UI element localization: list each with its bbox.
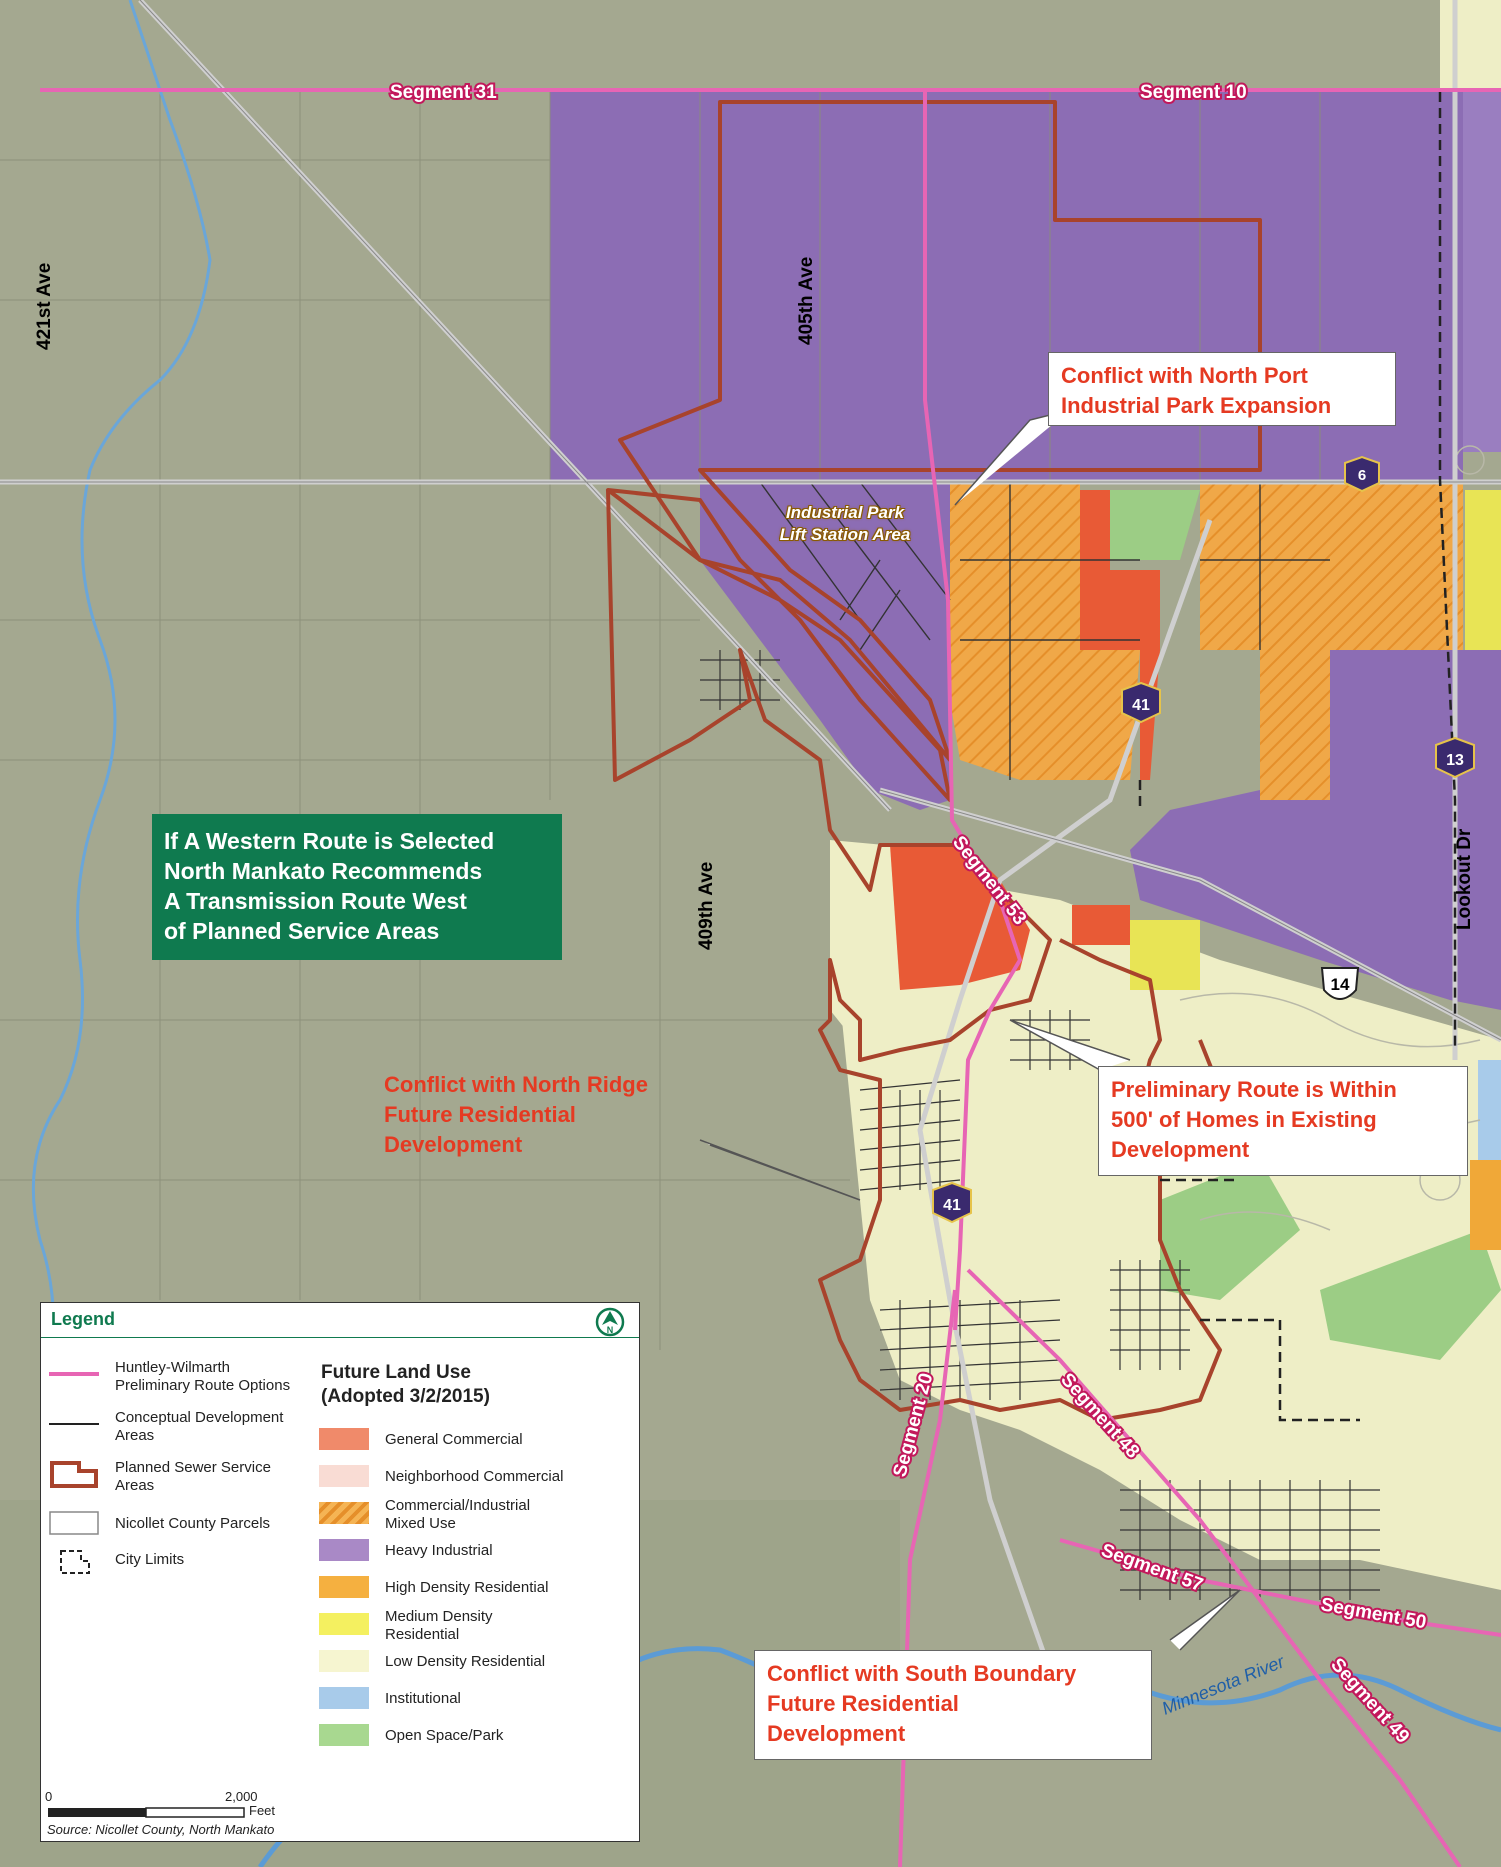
- callout-south-boundary: Conflict with South Boundary Future Resi…: [754, 1650, 1152, 1760]
- legend-title: Legend: [51, 1309, 116, 1329]
- segment-label-31: Segment 31: [390, 82, 497, 103]
- road-label-421st-ave: 421st Ave: [34, 263, 55, 350]
- label-high-density-residential: High Density Residential: [385, 1579, 549, 1596]
- swatch-medium-density-residential: [319, 1613, 369, 1635]
- open-space-park: [1110, 490, 1200, 560]
- conceptual-line-symbol: [49, 1423, 99, 1425]
- svg-text:6: 6: [1358, 467, 1366, 484]
- callout-north-port: Conflict with North Port Industrial Park…: [1048, 352, 1396, 426]
- svg-text:41: 41: [943, 1197, 961, 1214]
- road-centerlines: [0, 0, 1501, 1041]
- callout-north-ridge: Conflict with North Ridge Future Residen…: [384, 1072, 648, 1157]
- heavy-industrial-east-top: [1463, 92, 1501, 452]
- svg-text:41: 41: [1132, 697, 1150, 714]
- swatch-institutional: [319, 1687, 369, 1709]
- label-low-density-residential: Low Density Residential: [385, 1653, 546, 1670]
- label-commercial-industrial-mixed-use: Commercial/Industrial Mixed Use: [385, 1497, 531, 1532]
- open-space-park-east: [1160, 1160, 1300, 1300]
- us-highway-14-shield: 14: [1320, 967, 1360, 1000]
- western-route-recommendation: If A Western Route is Selected North Man…: [152, 814, 562, 960]
- swatch-general-commercial: [319, 1428, 369, 1450]
- legend-conceptual-label: Conceptual Development Areas: [115, 1409, 284, 1444]
- road-label-lookout-dr: Lookout Dr: [1454, 828, 1475, 930]
- swatch-commercial-industrial-mixed-use: [319, 1502, 369, 1524]
- swatch-neighborhood-commercial: [319, 1465, 369, 1487]
- swatch-low-density-residential: [319, 1650, 369, 1672]
- medium-density-residential: [1465, 490, 1501, 650]
- legend-route-label: Huntley-Wilmarth Preliminary Route Optio…: [115, 1359, 291, 1394]
- svg-text:13: 13: [1446, 752, 1464, 769]
- legend-parcels-label: Nicollet County Parcels: [115, 1515, 271, 1532]
- road-label-409th-ave: 409th Ave: [696, 862, 717, 950]
- legend-panel: Legend N Huntley-Wilmarth Preliminary Ro…: [40, 1302, 640, 1842]
- label-medium-density-residential: Medium Density Residential: [385, 1608, 493, 1643]
- segment-label-10: Segment 10: [1140, 82, 1247, 103]
- open-space-park-south: [1320, 1230, 1501, 1360]
- label-general-commercial: General Commercial: [385, 1431, 523, 1448]
- commercial-industrial-mixed-use-east: [1200, 482, 1463, 800]
- industrial-park-lift-station-label: Industrial Park Lift Station Area: [779, 503, 911, 544]
- callout-leaders: [699, 409, 1241, 1651]
- scale-unit: Feet: [249, 1803, 276, 1818]
- high-density-residential: [1470, 1160, 1501, 1250]
- county-road-41-shield: 41: [1121, 681, 1161, 724]
- legend-divider: [41, 1337, 639, 1338]
- label-heavy-industrial: Heavy Industrial: [385, 1542, 493, 1559]
- label-open-space-park: Open Space/Park: [385, 1727, 504, 1744]
- legend-city-limits-label: City Limits: [115, 1551, 185, 1568]
- future-land-use-title: Future Land Use (Adopted 3/2/2015): [321, 1362, 490, 1407]
- sewer-area-symbol: [50, 1461, 98, 1488]
- legend-sewer-label: Planned Sewer Service Areas: [115, 1459, 271, 1494]
- parcel-symbol: [49, 1511, 99, 1535]
- north-arrow-icon: N: [595, 1307, 625, 1337]
- route-line-symbol: [49, 1372, 99, 1376]
- county-road-6-shield: 6: [1344, 455, 1380, 493]
- callout-preliminary-route: Preliminary Route is Within 500' of Home…: [1098, 1066, 1468, 1176]
- county-road-41-south-shield: 41: [932, 1181, 972, 1224]
- medium-density-residential-2: [1130, 920, 1200, 990]
- map-source: Source: Nicollet County, North Mankato: [47, 1822, 275, 1837]
- scale-bar: [48, 1807, 245, 1818]
- svg-text:14: 14: [1331, 975, 1350, 994]
- general-commercial-small: [1072, 905, 1130, 945]
- city-limits-symbol: [60, 1550, 90, 1574]
- road-label-405th-ave: 405th Ave: [796, 257, 817, 345]
- swatch-high-density-residential: [319, 1576, 369, 1598]
- label-institutional: Institutional: [385, 1690, 461, 1707]
- heavy-industrial-east: [1130, 650, 1501, 1010]
- scale-max: 2,000: [225, 1789, 258, 1804]
- svg-text:N: N: [607, 1325, 614, 1335]
- county-road-13-shield: 13: [1435, 736, 1475, 779]
- scale-zero: 0: [45, 1789, 53, 1804]
- swatch-heavy-industrial: [319, 1539, 369, 1561]
- conceptual-development-lines: [1138, 92, 1457, 1422]
- swatch-open-space-park: [319, 1724, 369, 1746]
- institutional: [1478, 1060, 1501, 1160]
- creek: [31, 0, 212, 1361]
- label-neighborhood-commercial: Neighborhood Commercial: [385, 1468, 564, 1485]
